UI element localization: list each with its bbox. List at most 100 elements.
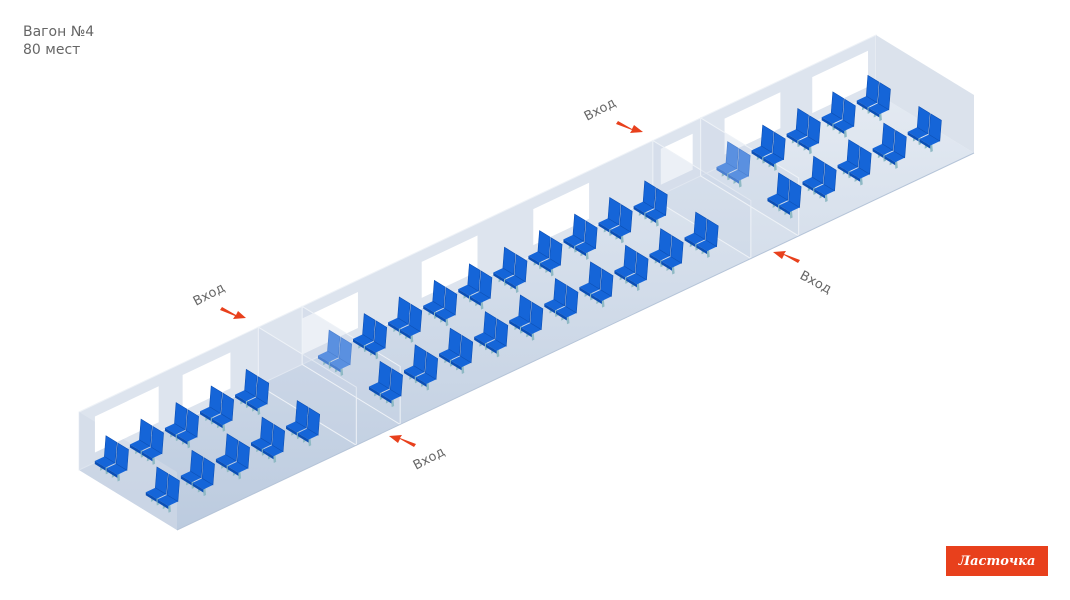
seat[interactable]	[814, 162, 837, 203]
seat[interactable]	[728, 148, 751, 188]
seat[interactable]	[434, 287, 458, 327]
seat[interactable]	[415, 351, 439, 391]
seat-backrest	[209, 385, 223, 414]
seat[interactable]	[364, 320, 388, 360]
seat-cushion	[763, 153, 784, 165]
seat[interactable]	[227, 440, 250, 480]
seat[interactable]	[540, 237, 563, 277]
seat[interactable]	[645, 187, 668, 227]
seat[interactable]	[802, 155, 825, 195]
seat[interactable]	[579, 261, 602, 301]
seat[interactable]	[837, 139, 860, 179]
seat[interactable]	[763, 131, 786, 171]
seat[interactable]	[157, 473, 180, 513]
seat[interactable]	[868, 82, 891, 122]
seat[interactable]	[833, 98, 856, 138]
seat[interactable]	[380, 368, 403, 408]
seat[interactable]	[661, 235, 684, 275]
entry-bottom-left[interactable]: Вход	[389, 435, 448, 474]
seat[interactable]	[250, 416, 274, 456]
seat[interactable]	[94, 435, 118, 475]
seat[interactable]	[751, 124, 774, 164]
seat[interactable]	[786, 108, 809, 148]
seat[interactable]	[633, 180, 656, 220]
seat[interactable]	[779, 179, 802, 219]
seat[interactable]	[403, 344, 427, 384]
seat[interactable]	[610, 204, 633, 244]
seat-cushion-edge	[211, 418, 223, 429]
seat-cushion	[192, 478, 213, 490]
seat[interactable]	[164, 402, 188, 442]
seat[interactable]	[591, 268, 614, 308]
seat[interactable]	[145, 466, 169, 506]
seat[interactable]	[716, 141, 739, 181]
seat-cushion-edge	[798, 140, 810, 151]
seat[interactable]	[509, 294, 532, 334]
seat[interactable]	[106, 442, 129, 482]
seat[interactable]	[872, 122, 895, 162]
seat[interactable]	[262, 423, 285, 463]
seat[interactable]	[439, 327, 462, 367]
seat[interactable]	[798, 115, 821, 155]
seat-cushion-edge	[868, 107, 880, 118]
seat[interactable]	[388, 296, 411, 336]
seat[interactable]	[458, 263, 481, 303]
seat[interactable]	[856, 74, 879, 114]
seat[interactable]	[884, 129, 907, 169]
seat[interactable]	[767, 172, 790, 212]
seat[interactable]	[286, 400, 309, 440]
seat[interactable]	[696, 218, 719, 258]
seat-backrest	[584, 220, 598, 250]
seat[interactable]	[505, 253, 528, 294]
seat[interactable]	[176, 409, 199, 449]
seat-cushion-edge	[821, 117, 833, 127]
seat[interactable]	[180, 449, 204, 489]
seat[interactable]	[297, 407, 321, 447]
seat[interactable]	[485, 318, 509, 358]
entry-bottom-right[interactable]: Вход	[773, 251, 834, 297]
seat-backrest	[772, 131, 786, 161]
seat-backrest	[166, 473, 180, 503]
seat[interactable]	[919, 113, 942, 153]
seat[interactable]	[493, 246, 516, 286]
seat[interactable]	[423, 279, 446, 319]
seat[interactable]	[520, 301, 544, 341]
seat[interactable]	[211, 392, 235, 432]
seat[interactable]	[556, 285, 579, 325]
seat-cushion	[176, 430, 198, 442]
seat[interactable]	[192, 457, 215, 497]
seat[interactable]	[200, 385, 223, 425]
entry-top-left[interactable]: Вход	[191, 281, 246, 319]
seat[interactable]	[353, 313, 376, 353]
seat[interactable]	[575, 220, 598, 260]
seat-cushion	[591, 289, 612, 301]
seat-backrest	[830, 91, 844, 120]
seat[interactable]	[368, 360, 392, 400]
seat-cushion	[919, 134, 940, 146]
seat[interactable]	[821, 91, 844, 131]
seat[interactable]	[544, 277, 567, 318]
seat-cushion-edge	[728, 174, 740, 184]
seat[interactable]	[614, 244, 637, 284]
seat-backrest	[479, 270, 493, 299]
seat[interactable]	[141, 425, 164, 465]
seat[interactable]	[235, 368, 258, 408]
seat-backrest	[725, 141, 739, 170]
seat[interactable]	[450, 334, 474, 374]
seat[interactable]	[626, 251, 649, 292]
seat[interactable]	[684, 211, 707, 251]
entry-label: Вход	[797, 268, 834, 297]
seat[interactable]	[528, 230, 551, 270]
seat[interactable]	[399, 303, 423, 343]
seat[interactable]	[470, 270, 493, 310]
seat[interactable]	[246, 376, 270, 416]
seat[interactable]	[649, 228, 672, 268]
seat[interactable]	[329, 336, 352, 376]
seat-backrest	[389, 368, 403, 397]
seat-cushion	[798, 136, 819, 148]
entry-label: Вход	[582, 96, 619, 125]
seat[interactable]	[849, 146, 872, 186]
entry-top-right[interactable]: Вход	[582, 96, 643, 133]
seat[interactable]	[317, 329, 341, 369]
seat[interactable]	[474, 311, 497, 351]
